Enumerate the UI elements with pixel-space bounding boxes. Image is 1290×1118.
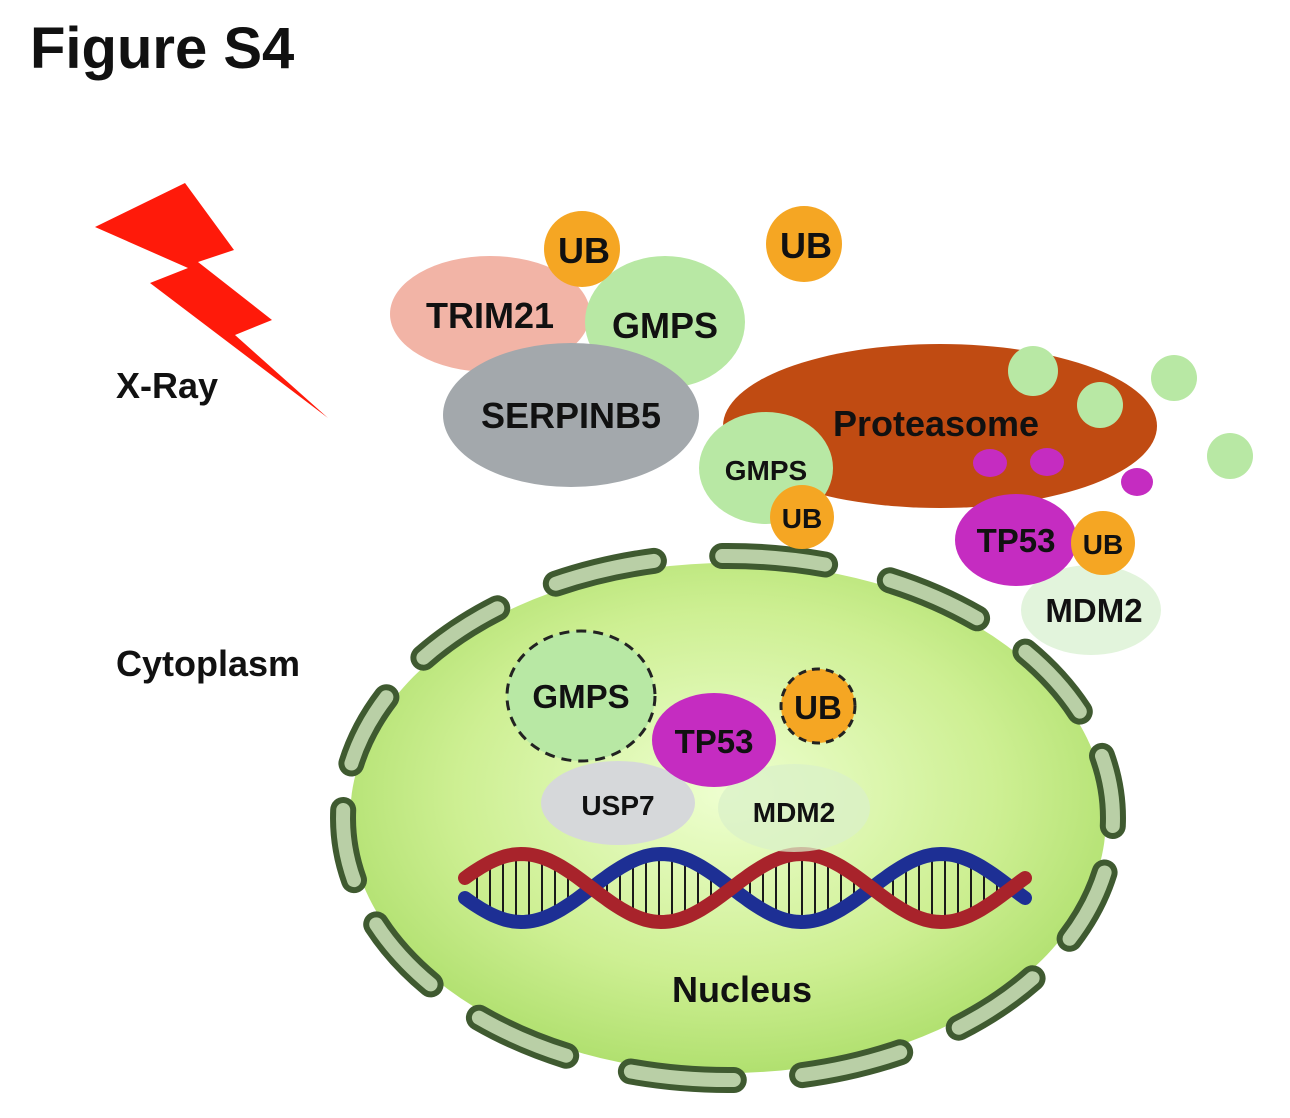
mdm2-right-node (1021, 565, 1161, 655)
peptide-fragment (1077, 382, 1123, 428)
envelope-segment-highlight (1095, 748, 1120, 833)
envelope-segment-highlight (369, 917, 438, 992)
proteasome-label: Proteasome (833, 403, 1039, 444)
ub-nucleus-node (779, 667, 857, 745)
envelope-segment-highlight (1062, 865, 1112, 946)
nuclear-envelope (330, 542, 1126, 1094)
envelope-segment-highlight (344, 690, 394, 771)
mdm2-nucleus-label: MDM2 (753, 797, 835, 828)
envelope-segment-highlight (623, 1064, 741, 1088)
peptide-fragment (1008, 346, 1058, 396)
serpinb5-node (443, 343, 699, 487)
xray-label: X-Ray (116, 365, 218, 406)
serpinb5-label: SERPINB5 (481, 395, 661, 436)
envelope-segment-highlight (795, 1045, 908, 1083)
ub-top-left-label: UB (558, 230, 610, 271)
ub-nucleus-label: UB (794, 689, 842, 726)
peptide-fragment (1121, 468, 1153, 496)
usp7-label: USP7 (581, 790, 654, 821)
ub-proteasome-label: UB (782, 503, 822, 534)
envelope-segment-highlight (471, 1010, 574, 1063)
gmps-nucleus-node (505, 629, 657, 763)
ub-right-node (1071, 511, 1135, 575)
peptide-fragment (973, 449, 1007, 477)
ub-top-right-node (766, 206, 842, 282)
cytoplasm-label: Cytoplasm (116, 643, 300, 684)
gmps-nucleus-label: GMPS (532, 678, 629, 715)
nucleus-label: Nucleus (672, 969, 812, 1010)
ub-top-right-label: UB (780, 225, 832, 266)
envelope-segment-highlight (951, 971, 1040, 1035)
envelope-segment-highlight (336, 803, 361, 888)
dna-strand-blue (458, 846, 1032, 930)
peptide-fragment (1030, 448, 1064, 476)
mdm2-right-label: MDM2 (1045, 592, 1142, 629)
tp53-right-label: TP53 (977, 522, 1056, 559)
dna-strand-red (458, 846, 1032, 930)
trim21-node (390, 256, 590, 372)
envelope-segment-highlight (1018, 644, 1087, 719)
usp7-node (541, 761, 695, 845)
trim21-label: TRIM21 (426, 295, 554, 336)
gmps-proteasome-label: GMPS (725, 455, 807, 486)
mdm2-nucleus-node (718, 764, 870, 852)
ub-top-left-node (544, 211, 620, 287)
peptide-fragment (1151, 355, 1197, 401)
tp53-nucleus-label: TP53 (675, 723, 754, 760)
peptide-fragment (1207, 433, 1253, 479)
dna-helix-icon (458, 846, 1032, 930)
tp53-right-node (955, 494, 1077, 586)
envelope-segment-highlight (416, 601, 505, 665)
envelope-segment-highlight (715, 548, 833, 572)
gmps-top-label: GMPS (612, 305, 718, 346)
figure-title: Figure S4 (30, 16, 294, 81)
envelope-segment-highlight (548, 553, 661, 591)
lightning-icon (95, 183, 328, 418)
ub-proteasome-node (770, 485, 834, 549)
ub-right-label: UB (1083, 529, 1123, 560)
tp53-nucleus-node (652, 693, 776, 787)
envelope-segment-highlight (882, 573, 985, 626)
